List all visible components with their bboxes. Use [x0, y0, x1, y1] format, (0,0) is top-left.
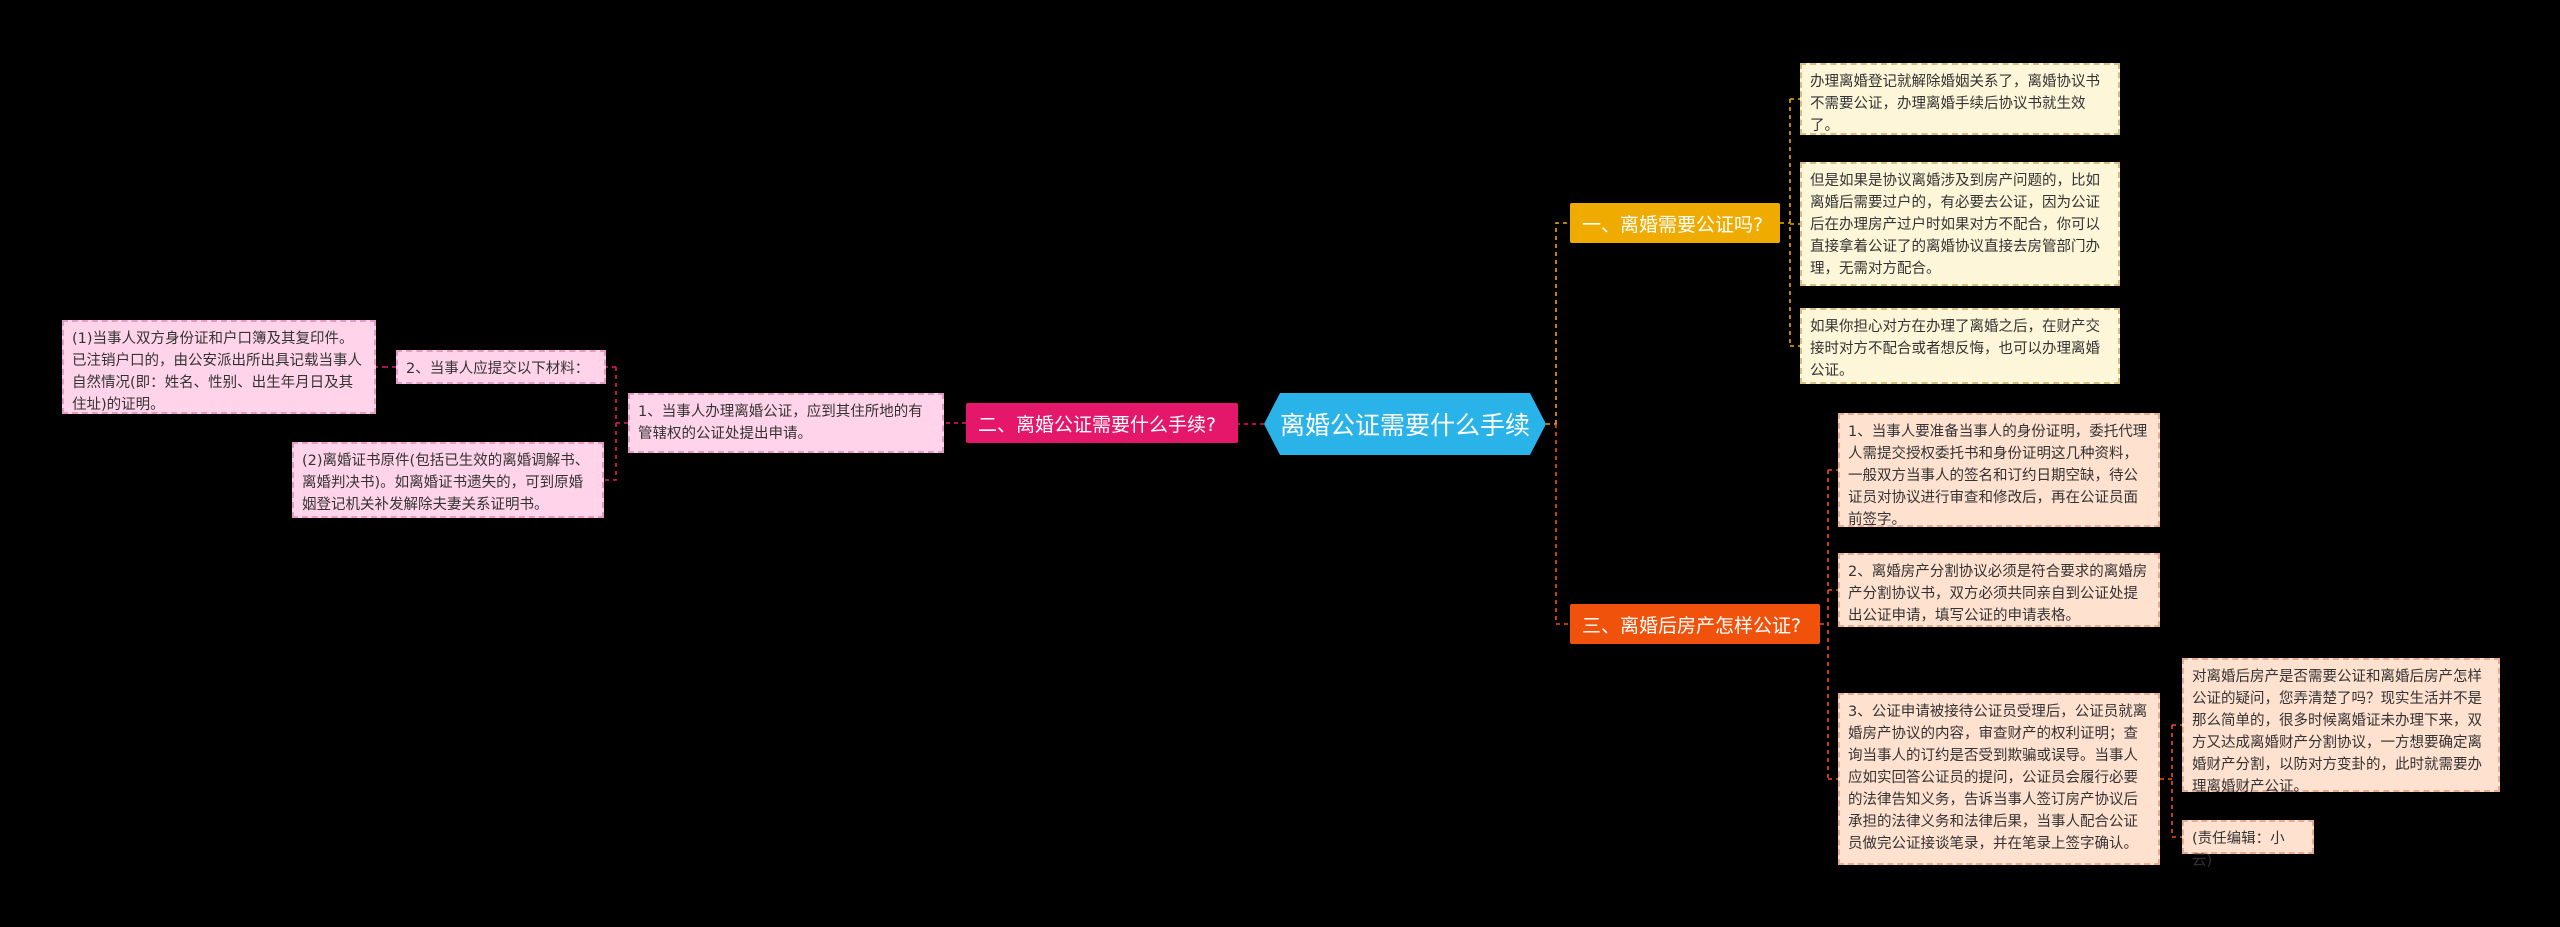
branch-2-leaf-1-text: 1、当事人办理离婚公证，应到其住所地的有管辖权的公证处提出申请。: [638, 404, 923, 442]
connector-branch3-leaves: [1820, 469, 1838, 780]
branch-3-leaf-1-text: 1、当事人要准备当事人的身份证明，委托代理人需提交授权委托书和身份证明这几种资料…: [1848, 424, 2148, 528]
branch-2-leaf-3[interactable]: (1)当事人双方身份证和户口簿及其复印件。已注销户口的，由公安派出所出具记载当事…: [62, 320, 376, 414]
connector-k1-k4: [604, 423, 617, 481]
branch-2-leaf-2[interactable]: 2、当事人应提交以下材料：: [396, 350, 606, 384]
branch-1-leaf-1[interactable]: 办理离婚登记就解除婚姻关系了，离婚协议书不需要公证，办理离婚手续后协议书就生效了…: [1800, 63, 2120, 135]
connector-leaf3-sub: [2160, 724, 2182, 838]
central-topic[interactable]: 离婚公证需要什么手续: [1264, 393, 1546, 455]
branch-3-leaf-3-editor[interactable]: (责任编辑：小云): [2182, 820, 2314, 869]
branch-3-leaf-3-text: 3、公证申请被接待公证员受理后，公证员就离婚房产协议的内容，审查财产的权利证明；…: [1848, 704, 2148, 852]
branch-3-leaf-3-note[interactable]: 对离婚后房产是否需要公证和离婚后房产怎样公证的疑问，您弄清楚了吗？现实生活并不是…: [2182, 658, 2500, 795]
branch-2-leaf-1[interactable]: 1、当事人办理离婚公证，应到其住所地的有管辖权的公证处提出申请。: [628, 393, 944, 453]
branch-2-leaf-3-text: (1)当事人双方身份证和户口簿及其复印件。已注销户口的，由公安派出所出具记载当事…: [72, 331, 362, 413]
connector-trunk-1: [1555, 222, 1570, 424]
branch-1-leaf-2[interactable]: 但是如果是协议离婚涉及到房产问题的，比如离婚后需要过户的，有必要去公证，因为公证…: [1800, 162, 2120, 286]
branch-2-leaf-4-text: (2)离婚证书原件(包括已生效的离婚调解书、离婚判决书)。如离婚证书遗失的，可到…: [302, 453, 590, 513]
branch-3-leaf-3-note-text: 对离婚后房产是否需要公证和离婚后房产怎样公证的疑问，您弄清楚了吗？现实生活并不是…: [2192, 669, 2482, 795]
branch-1-leaf-2-text: 但是如果是协议离婚涉及到房产问题的，比如离婚后需要过户的，有必要去公证，因为公证…: [1810, 173, 2100, 277]
branch-2-leaf-4[interactable]: (2)离婚证书原件(包括已生效的离婚调解书、离婚判决书)。如离婚证书遗失的，可到…: [292, 442, 604, 518]
branch-1-label: 一、离婚需要公证吗?: [1582, 213, 1764, 236]
branch-2-label: 二、离婚公证需要什么手续?: [978, 413, 1217, 436]
branch-3-leaf-2[interactable]: 2、离婚房产分割协议必须是符合要求的离婚房产分割协议书，双方必须共同亲自到公证处…: [1838, 553, 2160, 627]
branch-3-leaf-2-text: 2、离婚房产分割协议必须是符合要求的离婚房产分割协议书，双方必须共同亲自到公证处…: [1848, 564, 2148, 624]
branch-3-label: 三、离婚后房产怎样公证?: [1582, 614, 1802, 637]
branch-2-leaf-2-text: 2、当事人应提交以下材料：: [406, 361, 590, 377]
branch-1-leaf-3[interactable]: 如果你担心对方在办理了离婚之后，在财产交接时对方不配合或者想反悔，也可以办理离婚…: [1800, 308, 2120, 384]
connector-branch1-leaves: [1780, 98, 1800, 347]
branch-3-leaf-3-editor-text: (责任编辑：小云): [2192, 831, 2285, 869]
branch-3-leaf-3[interactable]: 3、公证申请被接待公证员受理后，公证员就离婚房产协议的内容，审查财产的权利证明；…: [1838, 693, 2160, 865]
central-topic-label: 离婚公证需要什么手续: [1279, 411, 1530, 440]
branch-3-leaf-1[interactable]: 1、当事人要准备当事人的身份证明，委托代理人需提交授权委托书和身份证明这几种资料…: [1838, 413, 2160, 528]
branch-1-topic[interactable]: 一、离婚需要公证吗?: [1570, 203, 1780, 243]
connector-leaf-k1-k2: [606, 366, 628, 424]
branch-1-leaf-1-text: 办理离婚登记就解除婚姻关系了，离婚协议书不需要公证，办理离婚手续后协议书就生效了…: [1810, 74, 2100, 134]
connector-trunk-3: [1555, 424, 1570, 625]
branch-1-leaf-3-text: 如果你担心对方在办理了离婚之后，在财产交接时对方不配合或者想反悔，也可以办理离婚…: [1810, 319, 2100, 379]
branch-3-topic[interactable]: 三、离婚后房产怎样公证?: [1570, 604, 1820, 644]
branch-2-topic[interactable]: 二、离婚公证需要什么手续?: [966, 403, 1238, 443]
